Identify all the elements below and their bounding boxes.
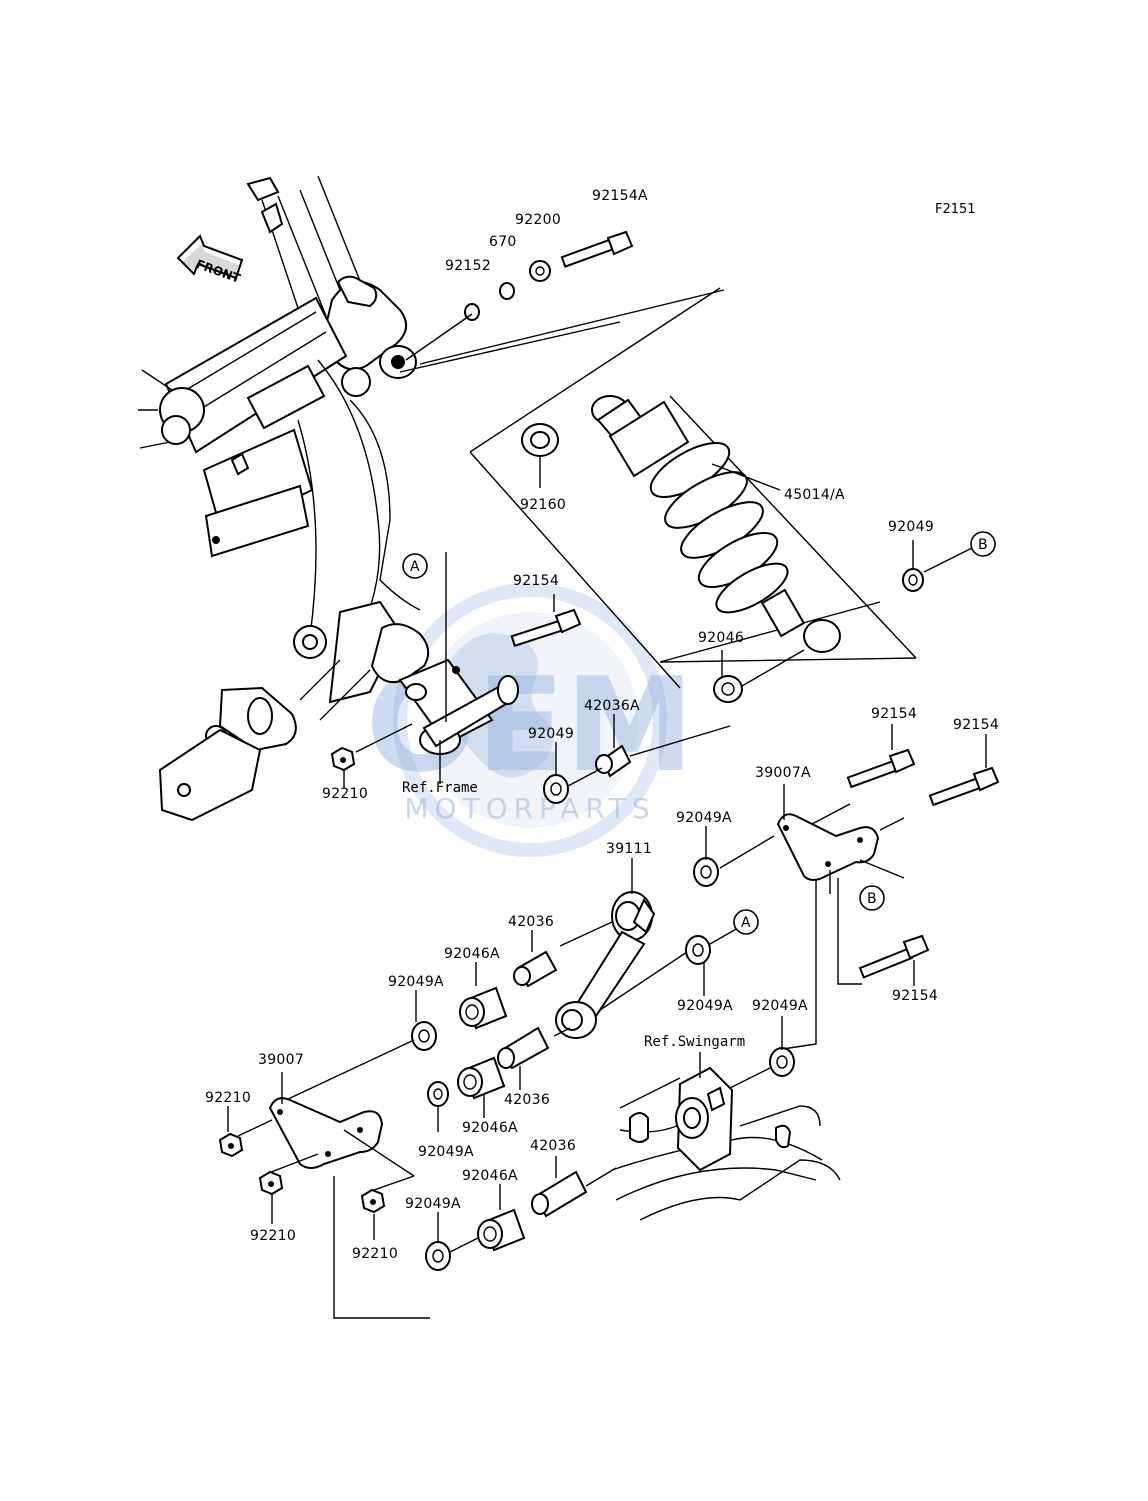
part-92049A-low	[425, 1212, 479, 1271]
label-39007A: 39007A	[755, 765, 811, 781]
watermark: OEM MOTORPARTS	[366, 583, 694, 857]
swingarm-drawing	[611, 1052, 841, 1221]
label-92154-right2: 92154	[953, 717, 999, 733]
part-92160	[521, 423, 559, 488]
part-42036-mid	[497, 1026, 571, 1090]
part-92154-right1	[846, 724, 916, 789]
part-92154-mid	[510, 594, 582, 648]
label-92049A-upper: 92049A	[676, 810, 732, 826]
label-92210-top: 92210	[322, 786, 368, 802]
label-92046A-mid: 92046A	[462, 1120, 518, 1136]
frame-drawing	[138, 175, 430, 822]
label-92046A-low: 92046A	[462, 1168, 518, 1184]
part-39111-link	[555, 858, 691, 1039]
part-92154-right2	[928, 734, 1000, 807]
label-39007: 39007	[258, 1052, 304, 1068]
callout-a-mid-label: A	[741, 915, 751, 931]
label-92049A-low: 92049A	[405, 1196, 461, 1212]
callout-a-top: A	[402, 553, 428, 579]
part-92046A-mid	[457, 1056, 506, 1118]
label-92200: 92200	[515, 212, 561, 228]
label-42036-mid: 42036	[504, 1092, 550, 1108]
part-92049A-center	[427, 1081, 449, 1132]
part-92049A-midlow	[685, 927, 739, 996]
label-92160: 92160	[520, 497, 566, 513]
part-39007A	[775, 784, 905, 1051]
label-92049A-right: 92049A	[752, 998, 808, 1014]
label-42036A: 42036A	[584, 698, 640, 714]
part-42036A	[595, 714, 731, 778]
label-92210-mid: 92210	[250, 1228, 296, 1244]
diagram-code: F2151	[935, 202, 976, 217]
part-92046A-upper	[459, 962, 508, 1030]
part-45014A-shock	[399, 287, 917, 689]
part-92154-lower	[858, 934, 930, 986]
ref-frame-label: Ref.Frame	[402, 780, 478, 796]
part-92210-top	[330, 723, 413, 788]
label-92154-right1: 92154	[871, 706, 917, 722]
part-92049-top	[902, 540, 981, 592]
label-42036-upper: 42036	[508, 914, 554, 930]
callout-a-mid: A	[733, 909, 759, 935]
label-45014A: 45014/A	[784, 487, 845, 503]
label-92049A-center: 92049A	[418, 1144, 474, 1160]
label-92049A-left: 92049A	[388, 974, 444, 990]
label-92049-top: 92049	[888, 519, 934, 535]
label-92154-mid: 92154	[513, 573, 559, 589]
part-670	[499, 282, 515, 300]
callout-b-top-label: B	[978, 537, 988, 553]
label-42036-low: 42036	[530, 1138, 576, 1154]
part-42036-low	[531, 1156, 617, 1218]
watermark-sub: MOTORPARTS	[404, 792, 655, 825]
label-92154A: 92154A	[592, 188, 648, 204]
label-92210-left: 92210	[205, 1090, 251, 1106]
part-92200	[529, 260, 551, 282]
part-92049A-left	[285, 990, 437, 1101]
part-92046	[713, 649, 805, 703]
label-670: 670	[489, 234, 517, 250]
label-92049-mid: 92049	[528, 726, 574, 742]
part-92154A	[560, 230, 634, 268]
callout-b-top: B	[970, 531, 996, 557]
label-92152: 92152	[445, 258, 491, 274]
label-39111: 39111	[606, 841, 652, 857]
part-92210-mid	[258, 1170, 284, 1224]
callout-b-mid: B	[859, 885, 885, 911]
label-92210-low: 92210	[352, 1246, 398, 1262]
part-39007	[237, 1072, 430, 1319]
part-92210-low	[360, 1188, 386, 1240]
label-92154-lower: 92154	[892, 988, 938, 1004]
label-92046A-upper: 92046A	[444, 946, 500, 962]
part-92049-mid	[543, 742, 603, 804]
callout-b-mid-label: B	[867, 891, 877, 907]
part-92046A-low	[477, 1184, 526, 1252]
ref-swingarm-label: Ref.Swingarm	[644, 1034, 745, 1050]
part-42036-upper	[513, 930, 558, 988]
callout-a-top-label: A	[410, 559, 420, 575]
front-arrow-icon: FRONT	[176, 234, 244, 286]
part-92049A-upper	[693, 826, 775, 887]
label-92046: 92046	[698, 630, 744, 646]
part-92210-left	[218, 1106, 244, 1158]
label-92049A-midlow: 92049A	[677, 998, 733, 1014]
part-92049A-right	[729, 1016, 795, 1089]
